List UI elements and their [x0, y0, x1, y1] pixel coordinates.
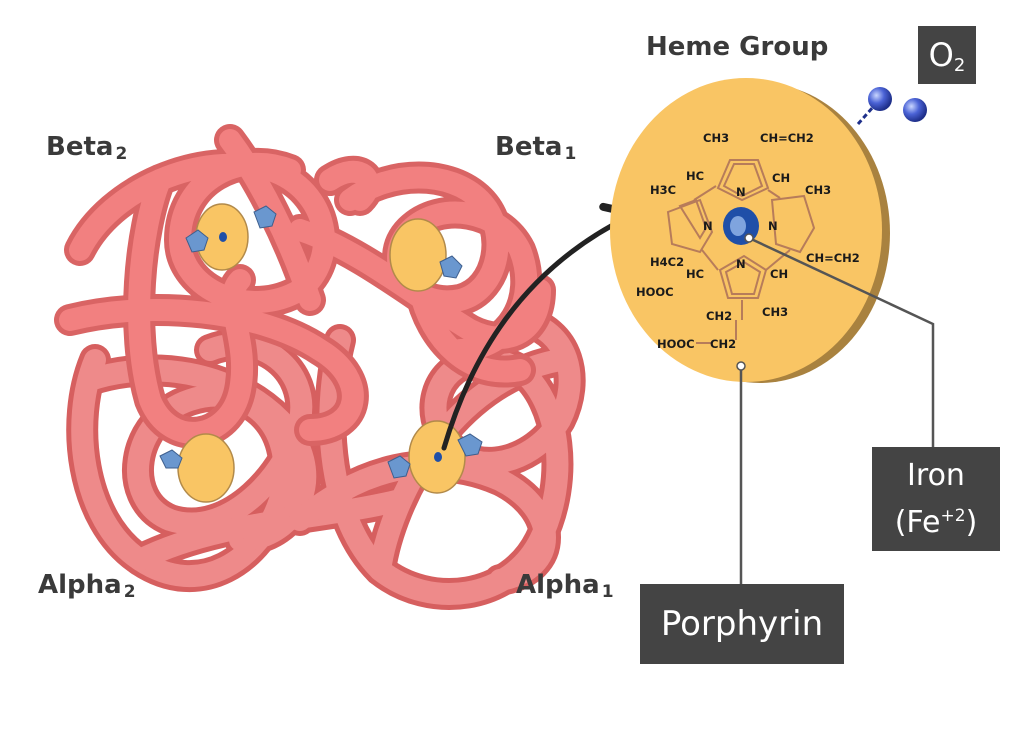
porphyrin-callout-dot: [736, 361, 746, 371]
heme-alpha2: [159, 433, 235, 503]
svg-text:N: N: [736, 185, 746, 199]
porphyrin-structure: [666, 159, 816, 344]
svg-text:CH2: CH2: [710, 337, 736, 351]
svg-text:CH: CH: [772, 171, 790, 185]
svg-text:CH=CH2: CH=CH2: [806, 251, 860, 265]
svg-text:N: N: [736, 257, 746, 271]
iron-label: Iron (Fe+2): [872, 447, 1000, 551]
zoom-arrow: [441, 202, 639, 451]
svg-text:N: N: [768, 219, 778, 233]
protein-ribbons: [54, 124, 586, 610]
svg-text:CH3: CH3: [805, 183, 831, 197]
svg-text:CH=CH2: CH=CH2: [760, 131, 814, 145]
heme-beta2: [185, 203, 277, 271]
svg-text:HOOC: HOOC: [636, 285, 674, 299]
svg-text:HC: HC: [686, 267, 704, 281]
svg-text:HOOC: HOOC: [657, 337, 695, 351]
svg-text:CH: CH: [770, 267, 788, 281]
svg-text:H3C: H3C: [650, 183, 676, 197]
svg-text:CH2: CH2: [706, 309, 732, 323]
callout-lines: [739, 236, 935, 586]
svg-text:CH3: CH3: [762, 305, 788, 319]
heme-alpha1: [387, 420, 483, 494]
svg-text:CH3: CH3: [703, 131, 729, 145]
heme-group-title: Heme Group: [646, 32, 829, 62]
structure-labels: CH3 CH=CH2 H3C HC CH CH3 N N N N CH=CH2 …: [636, 131, 860, 351]
svg-text:HC: HC: [686, 169, 704, 183]
iron-callout-dot: [744, 233, 754, 243]
svg-text:H4C2: H4C2: [650, 255, 684, 269]
oxygen-molecule: [856, 87, 927, 125]
svg-text:N: N: [703, 219, 713, 233]
heme-beta1: [389, 218, 463, 292]
porphyrin-label: Porphyrin: [640, 584, 844, 664]
